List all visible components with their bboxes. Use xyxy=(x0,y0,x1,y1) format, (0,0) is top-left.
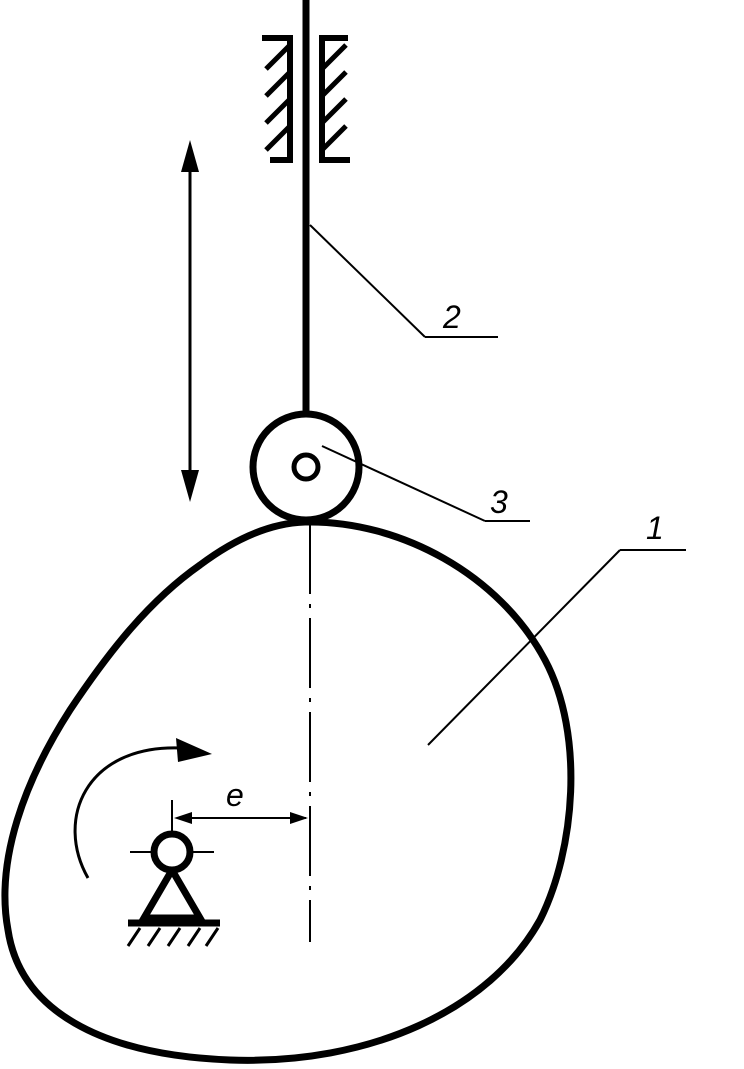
label-follower: 2 xyxy=(442,299,461,335)
reciprocation-arrow xyxy=(181,140,199,502)
leader-follower xyxy=(309,224,498,338)
rotation-arrow xyxy=(73,738,212,879)
roller-pin xyxy=(291,452,321,482)
eccentricity-label: e xyxy=(226,777,244,813)
label-roller: 3 xyxy=(490,484,508,520)
cam-pivot xyxy=(126,812,220,947)
guide-right xyxy=(319,35,350,163)
leader-roller xyxy=(321,445,530,522)
label-cam: 1 xyxy=(646,510,664,546)
cam-profile xyxy=(1,518,575,1064)
guide-left xyxy=(262,35,293,163)
leader-cam xyxy=(427,549,686,746)
